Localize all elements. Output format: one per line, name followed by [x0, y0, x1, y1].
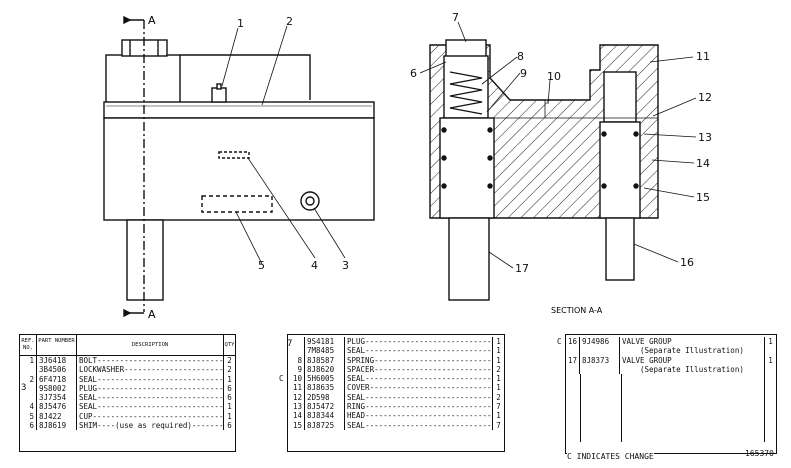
callout-10: 10: [547, 70, 561, 83]
leader-lines: [221, 21, 697, 269]
callout-11: 11: [696, 50, 710, 63]
header-qty: QTY: [224, 342, 235, 348]
table-row: 26F4718SEAL-----------------------------…: [20, 374, 235, 384]
callout-2: 2: [286, 15, 293, 28]
callout-3: 3: [342, 259, 349, 272]
parts-illustration: A A: [103, 11, 712, 320]
callout-12: 12: [698, 91, 712, 104]
parts-table-1: REF. NO. PART NUMBER DESCRIPTION QTY 3 1…: [19, 334, 236, 452]
table-row: 13J6418BOLT-----------------------------…: [20, 356, 235, 366]
group-ref-3: 3: [21, 383, 27, 393]
change-marker: C: [557, 337, 562, 346]
table-row: 88J8587SPRING---------------------------…: [288, 355, 504, 365]
callout-15: 15: [696, 191, 710, 204]
table-row: 9S4181PLUG------------------------------…: [288, 337, 504, 347]
callout-8: 8: [517, 50, 524, 63]
callout-9: 9: [520, 67, 527, 80]
section-caption: SECTION A-A: [551, 306, 603, 315]
table-row: 3B4506LOCKWASHER------------------------…: [20, 365, 235, 375]
callout-17: 17: [515, 262, 529, 275]
callout-1: 1: [237, 17, 244, 30]
table-row: 3J7354SEAL------------------------------…: [20, 393, 235, 403]
table-header: REF. NO. PART NUMBER DESCRIPTION QTY: [20, 335, 235, 356]
table-row: 7M8485SEAL------------------------------…: [288, 346, 504, 356]
table-row-sub: (Separate Illustration): [566, 346, 776, 356]
change-note: C INDICATES CHANGE: [567, 451, 654, 461]
callout-5: 5: [258, 259, 265, 272]
callout-4: 4: [311, 259, 318, 272]
table-row-sub: (Separate Illustration): [566, 364, 776, 375]
section-marker-top: A: [148, 14, 156, 27]
header-part: PART NUMBER: [37, 335, 77, 355]
callout-14: 14: [696, 157, 710, 170]
table-row: 58J422CUP-------------------------------…: [20, 411, 235, 422]
group-ref-7: 7: [287, 339, 293, 349]
table-row: 98J8620SPACER---------------------------…: [288, 364, 504, 375]
table-row: 48J5476SEAL-----------------------------…: [20, 402, 235, 412]
table-row: 9S8002PLUG------------------------------…: [20, 383, 235, 394]
header-ref: REF. NO.: [20, 335, 37, 355]
header-desc: DESCRIPTION: [77, 335, 224, 355]
callout-13: 13: [698, 131, 712, 144]
callout-6: 6: [410, 67, 417, 80]
callout-16: 16: [680, 256, 694, 269]
exterior-view: [103, 15, 375, 318]
table-row: 122D598SEAL-----------------------------…: [288, 392, 504, 403]
change-marker: C: [279, 374, 284, 384]
section-marker-bottom: A: [148, 308, 156, 320]
illustration-number: 165370: [745, 449, 774, 458]
callout-7: 7: [452, 11, 459, 24]
section-view: [429, 39, 659, 301]
